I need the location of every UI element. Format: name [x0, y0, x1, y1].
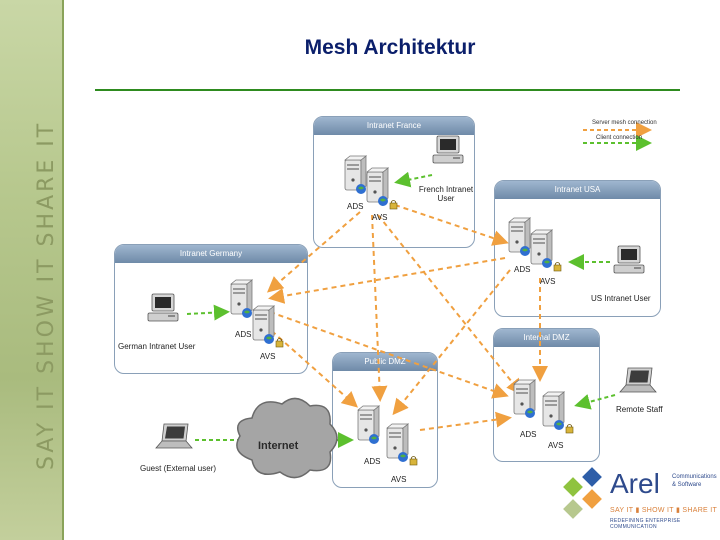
sidebar-divider [62, 0, 64, 540]
server-avs-internal-dmz [542, 391, 574, 434]
server-label-avs: AVS [548, 441, 564, 450]
user-label-guest: Guest (External user) [140, 464, 217, 473]
legend-mesh-label: Server mesh connection [592, 120, 657, 126]
desktop-icon-france [432, 135, 464, 164]
server-label-avs: AVS [391, 475, 407, 484]
user-label-remote: Remote Staff [616, 405, 663, 414]
mesh-link [269, 311, 509, 399]
zone-intranet-germany: Intranet Germany [114, 244, 308, 374]
client-link [574, 394, 616, 410]
user-label-france: French Intranet User [418, 185, 474, 203]
server-ads-france [344, 155, 367, 194]
server-ads-internal-dmz [513, 379, 536, 418]
legend: Server mesh connection Client connection [583, 120, 657, 151]
internet-cloud-icon [236, 397, 338, 479]
client-link [394, 171, 433, 188]
server-label-avs: AVS [372, 213, 388, 222]
client-link [186, 304, 230, 321]
user-label-usa: US Intranet User [591, 294, 651, 303]
laptop-icon-remote [619, 367, 657, 393]
mesh-link [392, 269, 511, 416]
zone-title: Intranet France [314, 117, 474, 135]
slide-title: Mesh Architektur [304, 36, 476, 59]
user-label-germany: German Intranet User [118, 342, 196, 351]
zone-public-dmz: Public DMZ [332, 352, 438, 488]
server-label-ads: ADS [520, 430, 537, 439]
server-label-ads: ADS [514, 265, 531, 274]
zone-title: Internal DMZ [494, 329, 599, 347]
server-mesh-connections [264, 204, 548, 431]
logo-slogan: SAY IT ▮ SHOW IT ▮ SHARE IT [610, 507, 718, 514]
mesh-link [371, 214, 388, 402]
mesh-link [377, 214, 523, 396]
arel-logo-icon [563, 467, 602, 519]
server-label-ads: ADS [235, 330, 252, 339]
server-avs-france [366, 167, 398, 210]
server-label-avs: AVS [540, 277, 556, 286]
logo-name: Arel [610, 468, 660, 499]
server-avs-germany [252, 305, 284, 348]
legend-client-label: Client connection [596, 135, 642, 141]
server-avs-public-dmz [386, 423, 418, 466]
logo-subtitle: REDEFINING ENTERPRISE COMMUNICATION [610, 518, 681, 530]
server-label-ads: ADS [347, 202, 364, 211]
mesh-link [268, 257, 506, 304]
zone-title: Public DMZ [333, 353, 437, 371]
server-ads-public-dmz [357, 405, 380, 444]
cloud-label: Internet [258, 440, 299, 452]
sidebar-decoration [0, 0, 62, 540]
desktop-icon-germany [147, 293, 179, 322]
laptop-icon-guest [155, 423, 193, 449]
desktop-icon-usa [613, 245, 645, 274]
mesh-link [266, 211, 361, 293]
zone-intranet-france: Intranet France [313, 116, 475, 248]
server-avs-usa [530, 229, 562, 272]
mesh-link [419, 411, 512, 431]
logo-tagline-1: Communications [672, 474, 717, 480]
logo-tagline-2: & Software [672, 482, 702, 488]
title-rule [95, 89, 680, 91]
zone-title: Intranet Germany [115, 245, 307, 263]
server-ads-germany [230, 279, 253, 318]
server-ads-usa [508, 217, 531, 256]
server-label-avs: AVS [260, 352, 276, 361]
zone-title: Intranet USA [495, 181, 660, 199]
mesh-link [394, 204, 509, 246]
server-label-ads: ADS [364, 457, 381, 466]
